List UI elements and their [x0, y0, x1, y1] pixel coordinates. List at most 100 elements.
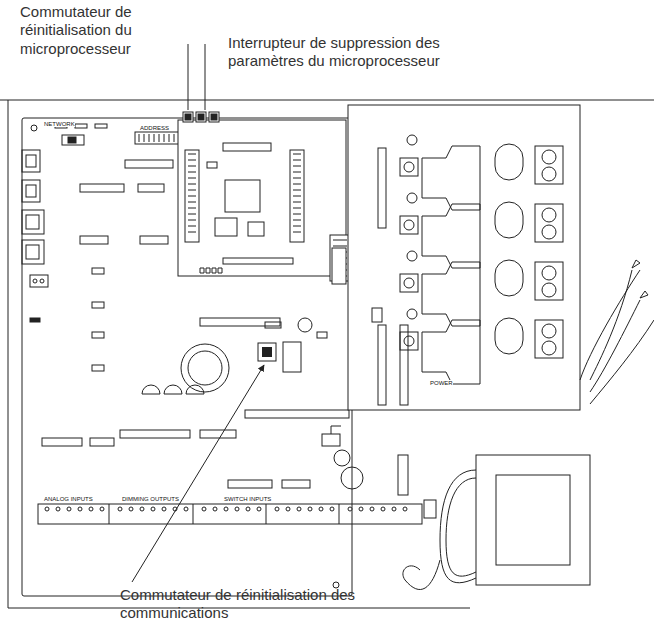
- main-board: [402, 455, 408, 456]
- relay-board: [495, 144, 523, 180]
- main-board: [100, 507, 104, 511]
- main-board: [90, 438, 114, 446]
- relay-board: [407, 309, 417, 319]
- main-board: [381, 507, 385, 511]
- main-board: [120, 430, 190, 438]
- main-board: [22, 180, 40, 202]
- relay-board: [542, 324, 556, 338]
- main-board: [75, 124, 87, 128]
- relay-board: [422, 262, 480, 326]
- main-board: [213, 507, 217, 511]
- relay-board: [400, 135, 563, 210]
- board-label: ADDRESS: [140, 125, 169, 131]
- board-label: SWITCH INPUTS: [224, 496, 271, 502]
- relay-board: [404, 336, 414, 346]
- main-board: [334, 450, 350, 466]
- main-board: [68, 137, 76, 143]
- main-board: [45, 507, 407, 511]
- main-board: [341, 467, 363, 489]
- main-board: [286, 507, 290, 511]
- main-board: [140, 507, 144, 511]
- main-board: [92, 365, 104, 371]
- microprocessor-board: [178, 120, 346, 276]
- relay-board: [407, 193, 417, 203]
- communications-reset-switch: [258, 343, 276, 361]
- relay-board: [378, 325, 386, 405]
- main-board: [129, 507, 133, 511]
- relay-board: [404, 220, 414, 230]
- main-board: [31, 125, 37, 131]
- relay-board: [400, 274, 418, 292]
- microprocessor-board: [196, 112, 206, 122]
- main-board: [188, 351, 222, 385]
- main-board: [348, 507, 352, 511]
- relay-board: [378, 148, 386, 228]
- relay-board: [542, 266, 556, 280]
- main-board: [142, 385, 204, 394]
- main-board: [319, 507, 323, 511]
- main-board: [403, 507, 407, 511]
- main-board: [45, 507, 49, 511]
- microprocessor-board: [223, 143, 271, 151]
- main-board: [322, 434, 340, 446]
- relay-board: [400, 251, 563, 326]
- main-board: [151, 507, 155, 511]
- microprocessor-board: [207, 162, 217, 168]
- main-board: [56, 507, 60, 511]
- board-label: ANALOG INPUTS: [44, 496, 93, 502]
- main-board: [78, 507, 82, 511]
- main-board: [330, 507, 334, 511]
- microprocessor-board: [185, 114, 191, 120]
- enclosure: [8, 608, 470, 609]
- relay-board: [495, 318, 523, 354]
- transformer: [476, 455, 590, 585]
- main-board: [125, 160, 173, 168]
- relay-board: [400, 332, 418, 350]
- main-board: [162, 507, 166, 511]
- enclosure: [8, 100, 9, 608]
- transformer: [590, 270, 632, 380]
- relay-board: [422, 204, 480, 268]
- main-board: [62, 135, 84, 145]
- relay-board: [332, 248, 346, 284]
- transformer: [580, 270, 640, 380]
- main-board: [224, 507, 228, 511]
- enclosure: [0, 100, 654, 101]
- main-board: [33, 279, 37, 283]
- transformer: [440, 470, 476, 583]
- relay-board: [495, 202, 523, 238]
- main-board: [38, 504, 422, 524]
- relay-board: [407, 135, 417, 145]
- board-label: DIMMING OUTPUTS: [122, 496, 179, 502]
- microprocessor-board: [293, 154, 301, 232]
- relay-board: [348, 105, 580, 410]
- main-board: [392, 507, 396, 511]
- relay-board: [422, 146, 480, 210]
- main-board: [298, 318, 312, 332]
- main-board: [92, 302, 104, 308]
- relay-board: [400, 309, 563, 384]
- main-board: [246, 507, 250, 511]
- relay-board: [535, 262, 563, 300]
- main-board: [22, 240, 44, 264]
- main-board: [257, 507, 261, 511]
- relay-board: [495, 260, 523, 296]
- relay-board: [535, 146, 563, 184]
- main-board: [317, 332, 327, 338]
- communications-reset-switch: [258, 343, 276, 361]
- board-label: POWER: [430, 380, 453, 386]
- transformer: [446, 478, 476, 576]
- main-board: [184, 507, 188, 511]
- relay-board: [422, 320, 480, 384]
- main-board: [95, 124, 107, 128]
- main-board: [80, 236, 108, 244]
- main-board: [92, 268, 104, 274]
- main-board: [109, 504, 339, 524]
- main-board: [331, 426, 341, 434]
- microprocessor-board: [178, 112, 350, 281]
- main-board: [67, 507, 71, 511]
- transformer: [403, 260, 654, 590]
- main-board: [135, 132, 179, 144]
- relay-board: [542, 208, 556, 222]
